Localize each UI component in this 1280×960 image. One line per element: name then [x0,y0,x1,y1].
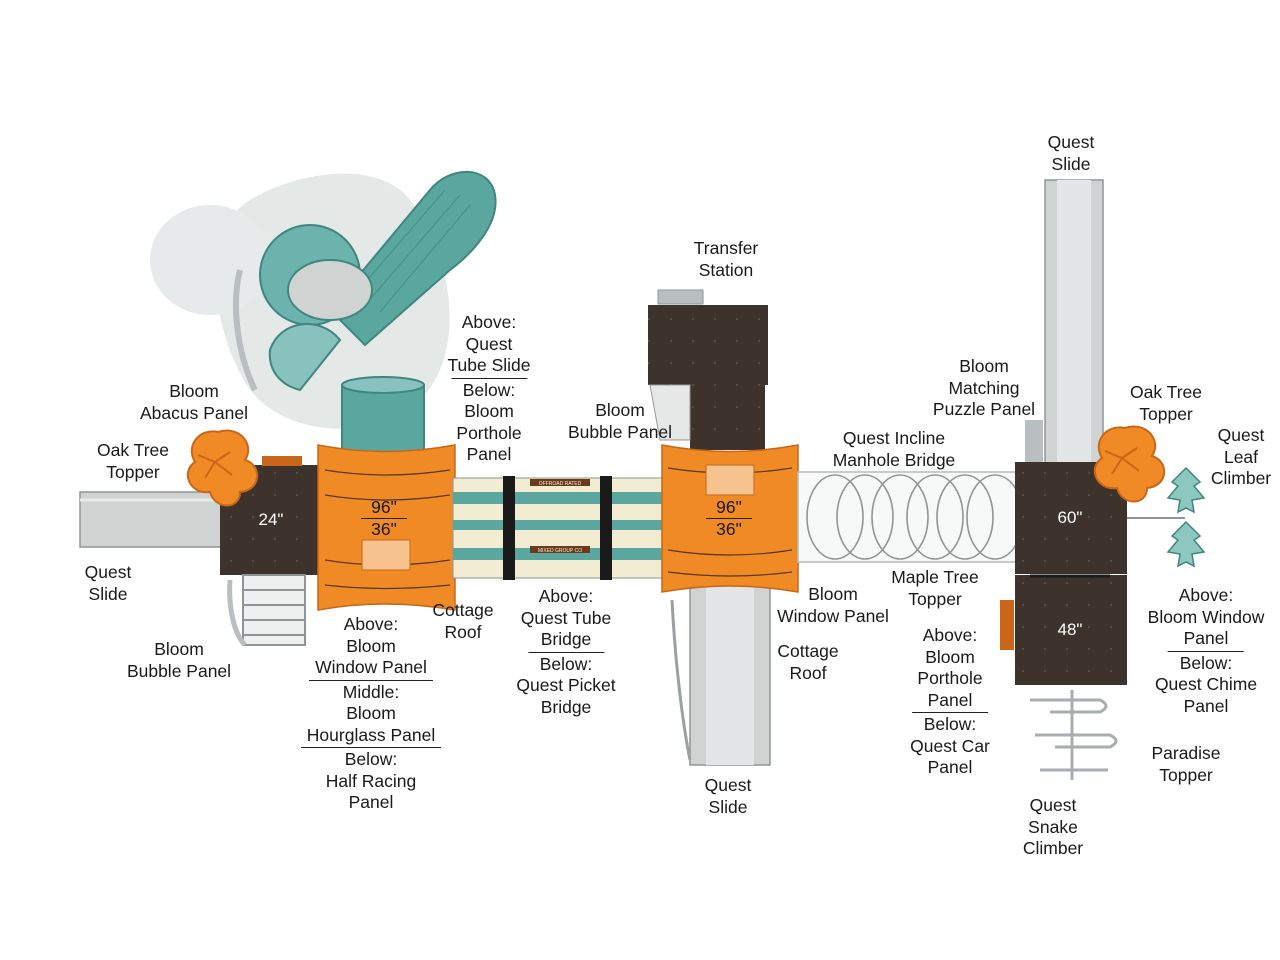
transfer-station [648,289,768,450]
quest-snake-climber [1030,690,1118,780]
ladder-left [242,574,306,646]
matching-puzzle-panel [1025,420,1043,465]
deck-60-label: 60" [1057,508,1083,527]
roof-left-dims: 96"36" [361,497,407,540]
abacus-panel [262,456,302,466]
oak-tree-topper-left [186,429,259,507]
bridge-sign-text-1: OFFROAD RATED [539,481,582,487]
quest-leaf-climber [1127,466,1206,568]
cottage-roof-left [317,444,456,611]
quest-tube-bridge [452,476,664,580]
quest-slide-mid [689,584,771,766]
roof-left-plaque [361,539,411,571]
bridge-sign-text-2: MIXED GROUP CO [538,548,582,554]
window-panel-mid [670,599,692,761]
bridge-sign-1 [530,479,590,486]
deck-48-label: 48" [1057,620,1083,639]
oak-tree-topper-right [1093,425,1166,503]
bridge-sign-2 [530,546,590,553]
roof-right-dims: 96"36" [706,497,752,540]
bubble-panel-left [227,579,247,647]
shadow-blob [150,205,270,315]
roof-right-plaque [705,464,755,496]
incline-manhole-bridge [797,471,1024,563]
quest-tube-slide [233,170,497,456]
quest-slide-left [79,491,226,548]
porthole-panel [1000,600,1014,650]
quest-slide-top [1044,179,1104,466]
deck-24-label: 24" [258,510,284,529]
